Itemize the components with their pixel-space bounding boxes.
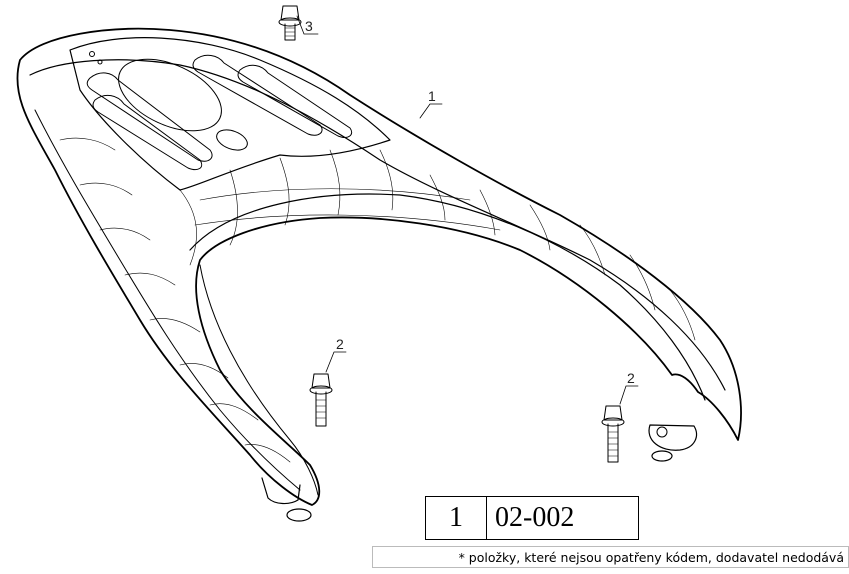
part-number-table: 1 02-002 bbox=[425, 496, 639, 540]
callout-rack: 1 bbox=[428, 88, 436, 104]
callout-bolt-left: 2 bbox=[336, 336, 344, 352]
bolt-right bbox=[601, 385, 639, 463]
bolt-left bbox=[309, 351, 347, 427]
callout-bolt-top: 3 bbox=[305, 18, 313, 34]
bolt-top bbox=[278, 5, 319, 41]
callout-bolt-right: 2 bbox=[627, 370, 635, 386]
part-number: 02-002 bbox=[495, 502, 575, 533]
rear-rack bbox=[16, 27, 742, 522]
part-quantity: 1 bbox=[426, 497, 487, 539]
footnote: * položky, které nejsou opatřeny kódem, … bbox=[372, 546, 849, 568]
